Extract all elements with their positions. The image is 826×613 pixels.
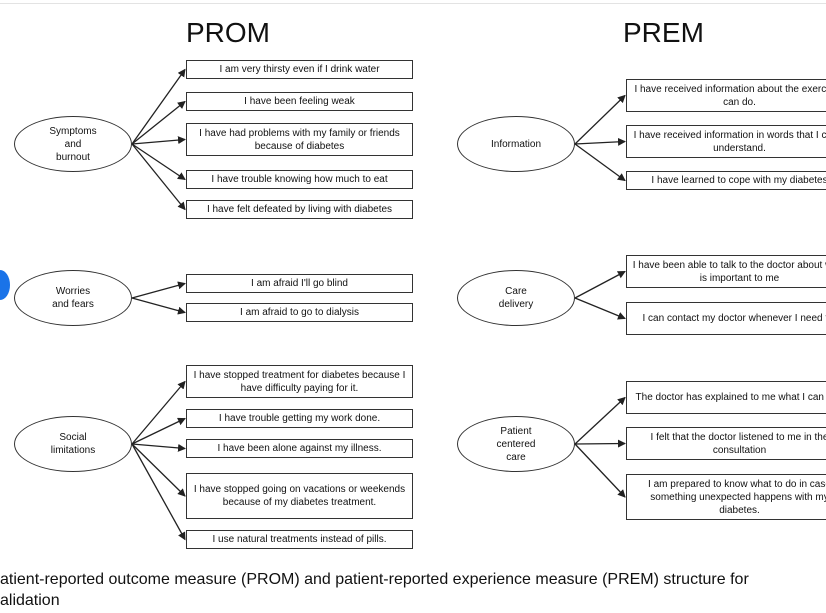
- prom-item-box: I have trouble knowing how much to eat: [186, 170, 413, 189]
- connector-arrow: [131, 100, 186, 145]
- prom-heading: PROM: [186, 17, 270, 48]
- prem-item-box: I can contact my doctor whenever I need …: [626, 302, 826, 335]
- information-node: Information: [457, 116, 575, 172]
- prom-item-box: I am afraid to go to dialysis: [186, 303, 413, 322]
- care-delivery-node: Care delivery: [457, 270, 575, 326]
- connector-arrows: [131, 68, 626, 541]
- figure-caption: atient-reported outcome measure (PROM) a…: [0, 569, 826, 611]
- connector-arrow: [131, 143, 186, 211]
- connector-arrow: [574, 137, 626, 146]
- prom-item-box: I have felt defeated by living with diab…: [186, 200, 413, 219]
- connector-arrow: [574, 443, 626, 498]
- prom-item-box: I have stopped going on vacations or wee…: [186, 473, 413, 519]
- connector-arrow: [131, 443, 186, 497]
- connector-arrow: [131, 443, 186, 541]
- prem-heading: PREM: [623, 17, 704, 48]
- caption-line-1: atient-reported outcome measure (PROM) a…: [0, 571, 749, 588]
- connector-arrow: [131, 68, 186, 145]
- connector-arrow: [131, 417, 186, 445]
- prem-item-box: The doctor has explained to me what I ca…: [626, 381, 826, 414]
- connector-arrow: [574, 143, 626, 182]
- connector-arrow: [574, 270, 626, 299]
- patient-centered-care-node: Patient centered care: [457, 416, 575, 472]
- blue-dot-marker: [0, 270, 10, 300]
- prom-item-box: I have trouble getting my work done.: [186, 409, 413, 428]
- symptoms-burnout-node: Symptoms and burnout: [14, 116, 132, 172]
- prom-item-box: I have stopped treatment for diabetes be…: [186, 365, 413, 398]
- top-divider: [0, 3, 826, 4]
- connector-arrow: [131, 297, 186, 315]
- prom-item-box: I am very thirsty even if I drink water: [186, 60, 413, 79]
- prem-item-box: I have received information about the ex…: [626, 79, 826, 112]
- prem-item-box: I have learned to cope with my diabetes: [626, 171, 826, 190]
- connector-arrow: [574, 94, 626, 145]
- connector-arrow: [574, 297, 626, 320]
- prem-item-box: I felt that the doctor listened to me in…: [626, 427, 826, 460]
- connector-arrow: [574, 439, 626, 448]
- prom-item-box: I have had problems with my family or fr…: [186, 123, 413, 156]
- worries-fears-node: Worries and fears: [14, 270, 132, 326]
- prem-item-box: I am prepared to know what to do in case…: [626, 474, 826, 520]
- figure: PROM PREM Symptoms and burnout Worries a…: [0, 17, 826, 549]
- prom-item-box: I have been feeling weak: [186, 92, 413, 111]
- connector-arrow: [574, 396, 626, 445]
- connector-arrow: [131, 281, 186, 299]
- prom-item-box: I have been alone against my illness.: [186, 439, 413, 458]
- connector-arrow: [131, 136, 186, 145]
- prem-item-box: I have been able to talk to the doctor a…: [626, 255, 826, 288]
- prom-item-box: I am afraid I'll go blind: [186, 274, 413, 293]
- caption-line-2: alidation: [0, 592, 60, 609]
- social-limitations-node: Social limitations: [14, 416, 132, 472]
- prom-item-box: I use natural treatments instead of pill…: [186, 530, 413, 549]
- connector-arrow: [131, 443, 186, 452]
- prem-item-box: I have received information in words tha…: [626, 125, 826, 158]
- connector-arrow: [131, 143, 186, 181]
- connector-arrow: [131, 380, 186, 445]
